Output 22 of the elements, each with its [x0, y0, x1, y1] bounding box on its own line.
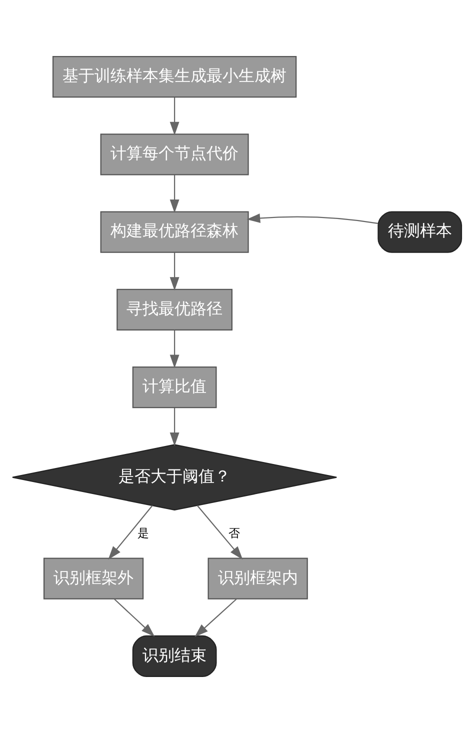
- node-box: 识别框架外: [43, 557, 144, 599]
- node-diamond: 是否大于阈值？: [12, 444, 338, 510]
- edge-label: 否: [228, 526, 240, 540]
- node-box: 计算比值: [132, 366, 217, 408]
- arrow: [170, 407, 180, 446]
- arrow: [194, 598, 237, 636]
- arrow: [108, 504, 153, 560]
- node-box: 基于训练样本集生成最小生成树: [52, 55, 297, 98]
- node-box: 寻找最优路径: [116, 288, 232, 330]
- arrow: [170, 330, 180, 368]
- node-box: 识别框架内: [208, 557, 308, 599]
- arrow: [114, 598, 155, 636]
- arrow: [170, 96, 180, 135]
- arrow: [170, 252, 180, 290]
- arrow: [196, 504, 243, 560]
- edge-label: 是: [138, 526, 149, 540]
- arrow: [170, 174, 180, 212]
- arrow: [246, 213, 378, 224]
- node-box: 构建最优路径森林: [100, 210, 249, 252]
- node-box: 识别结束: [132, 634, 217, 677]
- node-box: 计算每个节点代价: [100, 133, 249, 175]
- node-box: 待测样本: [378, 210, 462, 252]
